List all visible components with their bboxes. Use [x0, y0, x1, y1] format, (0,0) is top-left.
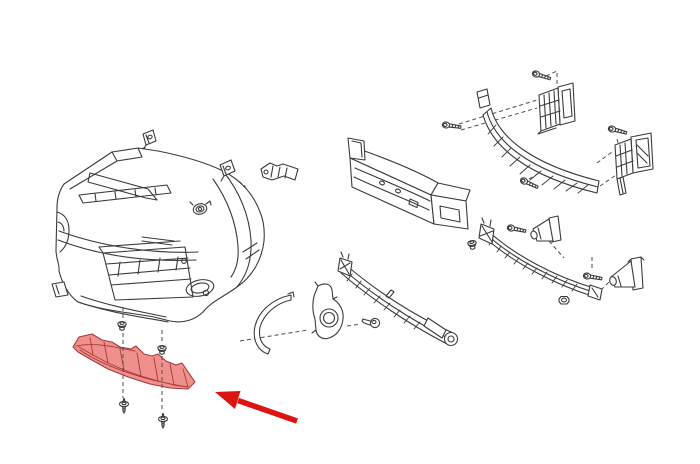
sensor-hole — [181, 258, 187, 264]
leader-lines-over — [122, 307, 163, 412]
clip-icon — [157, 345, 167, 355]
splash-shield-body — [72, 333, 196, 390]
mount-bracket-right — [614, 132, 654, 196]
leader-upper-bolt-left — [458, 99, 538, 131]
front-bumper-cover — [55, 147, 265, 323]
reinforcement-beam — [347, 137, 471, 230]
screw-icon — [118, 398, 130, 414]
headlight-notch — [87, 172, 158, 201]
bottom-lip — [77, 295, 169, 323]
leader-clip-b — [232, 176, 246, 246]
fog-lamp-bracket — [311, 281, 344, 340]
nut-icon — [558, 295, 570, 305]
leader-bar-to-right-bracket — [596, 151, 626, 187]
parking-sensor — [189, 200, 212, 215]
upper-grille-slot — [78, 184, 172, 204]
bolt-icon — [582, 271, 603, 283]
leader-fog-row — [239, 323, 362, 342]
clip-a — [142, 129, 157, 150]
fender-flare — [212, 170, 260, 288]
clip-icon — [117, 321, 127, 331]
crash-cone-right — [609, 256, 645, 291]
upper-grille-reinforcement — [482, 107, 600, 194]
arrow-shaft — [237, 397, 298, 424]
arrow-head — [215, 391, 241, 409]
leader-top-bolt — [545, 70, 558, 86]
bolt-icon — [506, 223, 527, 235]
fog-screw — [361, 317, 381, 329]
splash-shield-ribs — [75, 337, 189, 388]
mount-bracket-left — [537, 82, 576, 135]
highlight-arrow — [215, 391, 298, 424]
emblem-bar — [141, 236, 175, 246]
side-bracket — [260, 162, 299, 181]
clip-b — [219, 159, 236, 182]
bolt-icon — [441, 120, 462, 131]
corner-trim-hook — [253, 291, 295, 355]
support-bar-right — [478, 217, 603, 301]
clip-icon — [466, 239, 478, 251]
fog-lamp-opening — [185, 279, 215, 297]
leader-right-bolt — [616, 138, 620, 147]
bolt-icon — [531, 69, 552, 83]
splash-shield-highlighted — [72, 333, 196, 390]
screw-icon — [157, 413, 169, 429]
corner-bracket — [51, 281, 69, 298]
wheel-arch — [56, 211, 70, 253]
lower-grille-support — [337, 251, 459, 347]
mounting-pad — [476, 88, 491, 109]
crash-cone-left — [530, 215, 562, 243]
lower-grille-opening — [98, 240, 194, 301]
diagram-linework — [51, 69, 654, 429]
bolt-icon — [607, 124, 628, 137]
bumper-creases — [57, 230, 199, 261]
